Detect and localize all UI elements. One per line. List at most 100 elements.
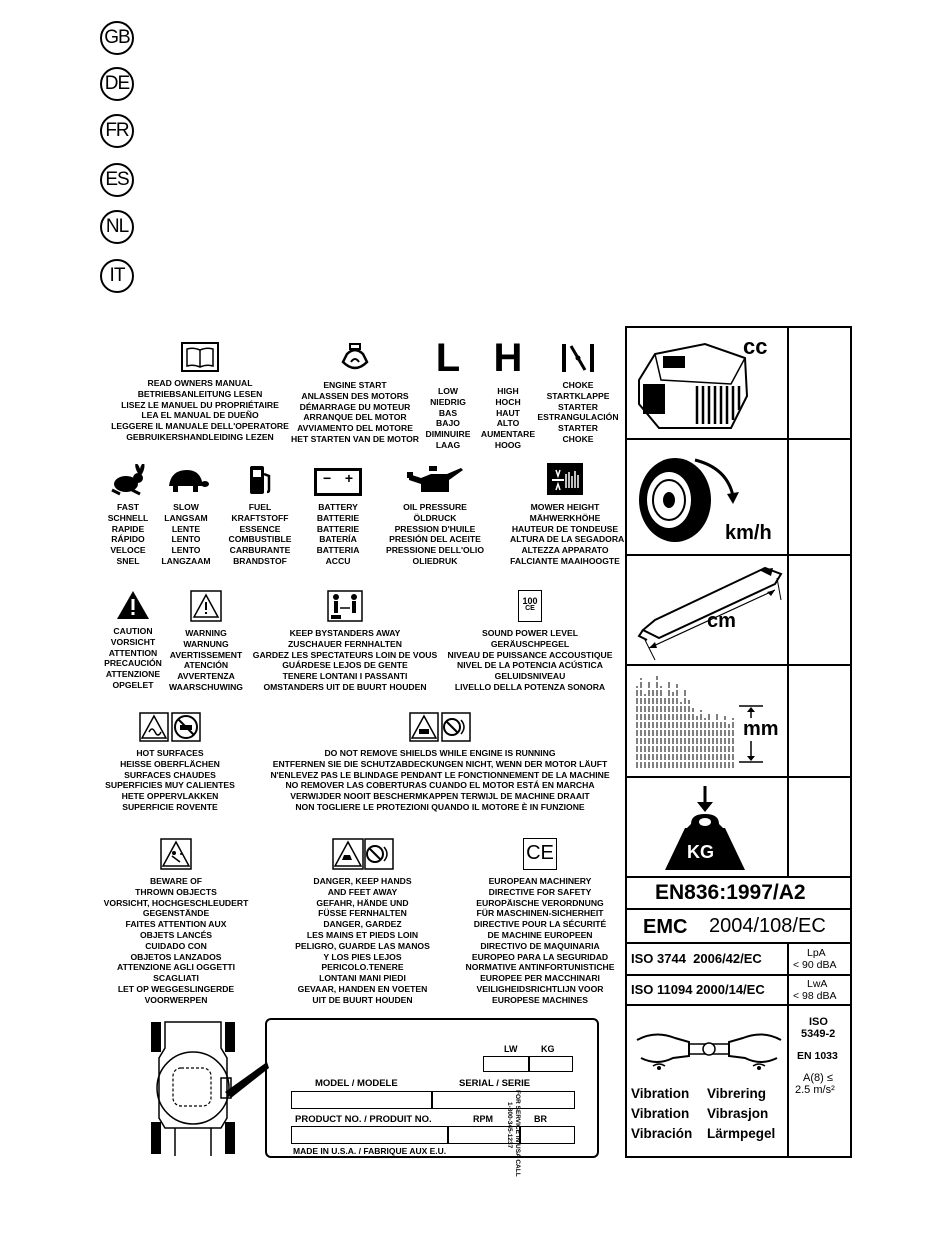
turtle-icon [169,470,209,492]
serial-label: SERIAL / SERIE [459,1078,531,1089]
product-label: PRODUCT NO. / PRODUIT NO. [295,1114,432,1125]
low-letter-icon: L [435,336,461,380]
kg-label: KG [541,1044,555,1054]
service-call-label: FOR SERVICE IN USA CALL [514,1090,521,1177]
hand-vibration-icon [636,1033,782,1070]
engine-block-icon [638,342,749,429]
blade-icon [637,566,783,661]
symbol-european-machinery: CE EUROPEAN MACHINERY DIRECTIVE FOR SAFE… [460,838,620,1006]
a8-label: A(8) ≤ [803,1072,833,1084]
cc-label: cc [743,334,768,359]
symbol-warning: WARNING WARNUNG AVERTISSEMENT ATENCIÓN A… [165,590,247,693]
mower-top-view-drawing [151,1021,269,1156]
iso5349-number: 5349-2 [801,1028,836,1040]
oil-can-icon [407,466,463,492]
book-icon [181,342,219,372]
language-es: ES [100,163,134,197]
lwa-label: LwA [807,978,828,990]
vibration-word-3: Vibration [631,1106,690,1121]
symbol-high: H HIGH HOCH HAUT ALTO AUMENTARE HOOG [477,338,539,451]
mower-height-icon [547,463,583,495]
battery-icon: − + [314,468,362,496]
lwa-value: < 98 dBA [793,990,837,1002]
symbol-mower-height: MOWER HEIGHT MÄHWERKHÖHE HAUTEUR DE TOND… [510,462,624,567]
product-rpm-br-box [291,1126,575,1144]
symbol-keep-bystanders-away: KEEP BYSTANDERS AWAY ZUSCHAUER FERNHALTE… [250,590,440,693]
symbol-engine-start: ENGINE START ANLASSEN DES MOTORS DÉMARRA… [285,342,425,445]
shields-icon [409,712,471,742]
symbol-fast: FAST SCHNELL RAPIDE RÁPIDO VELOCE SNEL [95,464,161,567]
vibration-word-2: Vibrering [707,1086,767,1101]
hot-surface-icon [139,712,201,742]
made-in-label: MADE IN U.S.A. / FABRIQUE AUX E.U. [293,1146,447,1156]
spec-speed: km/h [627,440,850,556]
bystanders-icon [327,590,363,622]
lpa-value: < 90 dBA [793,959,837,971]
emc-label: EMC [643,916,688,938]
engine-start-icon [341,343,369,370]
symbol-do-not-remove-shields: DO NOT REMOVE SHIELDS WHILE ENGINE IS RU… [255,712,625,813]
high-letter-icon: H [493,336,523,380]
spec-vibration: Vibration Vibrering Vibration Vibrasjon … [627,1006,850,1156]
vibration-word-4: Vibrasjon [707,1106,769,1121]
iso11094-label: ISO 11094 2000/14/EC [631,982,765,997]
language-nl: NL [100,210,134,244]
iso3744-label: ISO 3744 2006/42/EC [631,951,762,966]
spec-iso11094: ISO 11094 2000/14/EC LwA < 98 dBA [627,976,850,1006]
symbol-battery: − + BATTERY BATTERIE BATTERIE BATERÍA BA… [296,464,380,567]
en-standard-label: EN836:1997/A2 [655,881,806,904]
symbol-choke: CHOKE STARTKLAPPE STARTER ESTRANGULACIÓN… [533,342,623,445]
choke-icon [562,344,594,372]
language-gb: GB [100,21,134,55]
language-it: IT [100,259,134,293]
symbol-oil-pressure: OIL PRESSURE ÖLDRUCK PRESSION D'HUILE PR… [380,464,490,567]
spec-engine-cc: cc [627,328,850,440]
symbol-caution: CAUTION VORSICHT ATTENTION PRECAUCIÓN AT… [98,590,168,691]
thrown-objects-icon [160,838,192,870]
language-de: DE [100,67,134,101]
serial-nameplate: LW KG MODEL / MODELE SERIAL / SERIE PROD… [265,1018,599,1177]
cm-label: cm [707,610,736,632]
emc-value: 2004/108/EC [709,915,826,937]
lw-label: LW [504,1044,518,1054]
spec-weight: KG [627,778,850,878]
symbol-low: L LOW NIEDRIG BAS BAJO DIMINUIRE LAAG [420,338,476,451]
service-number-label: 1-800-345-1237 [506,1102,513,1149]
language-fr: FR [100,114,134,148]
caution-triangle-icon [117,591,149,619]
symbol-thrown-objects: BEWARE OF THROWN OBJECTS VORSICHT, HOCHG… [95,838,257,1006]
grass-icon [636,676,734,768]
model-serial-box [291,1091,575,1109]
spec-emc: EMC 2004/108/EC [627,910,850,944]
spec-cutting-height: mm [627,666,850,778]
spec-panel: cc km/h cm [625,326,852,1158]
br-label: BR [534,1114,547,1124]
sound-level-icon: 100 CE [518,590,542,622]
fuel-pump-icon [250,466,271,494]
symbol-keep-hands-feet-away: DANGER, KEEP HANDS AND FEET AWAY GEFAHR,… [285,838,440,1006]
rabbit-icon [111,464,145,496]
a8-value: 2.5 m/s² [795,1084,835,1096]
vibration-word-1: Vibration [631,1086,690,1101]
spec-cutting-width: cm [627,556,850,666]
weight-icon [665,786,745,870]
rpm-label: RPM [473,1114,493,1124]
hands-feet-icon [331,838,394,870]
kmh-label: km/h [725,522,772,544]
vibration-word-6: Lärmpegel [707,1126,776,1141]
ce-mark-icon: CE [523,838,557,870]
symbol-read-manual: READ OWNERS MANUAL BETRIEBSANLEITUNG LES… [95,342,305,443]
symbol-sound-power-level: 100 CE SOUND POWER LEVEL GERÄUSCHPEGEL N… [440,590,620,693]
lpa-label: LpA [807,947,826,959]
en1033-label: EN 1033 [797,1050,838,1062]
warning-sign-icon [190,590,222,622]
iso5349-label: ISO [809,1016,828,1028]
symbol-hot-surfaces: HOT SURFACES HEISSE OBERFLÄCHEN SURFACES… [95,712,245,813]
vibration-word-5: Vibración [631,1126,693,1141]
wheel-icon [639,458,739,542]
mm-label: mm [743,718,779,741]
symbol-fuel: FUEL KRAFTSTOFF ESSENCE COMBUSTIBLE CARB… [218,464,302,567]
spec-en-standard: EN836:1997/A2 [627,878,850,910]
spec-iso3744: ISO 3744 2006/42/EC LpA < 90 dBA [627,944,850,976]
kg-weight-label: KG [687,842,714,862]
